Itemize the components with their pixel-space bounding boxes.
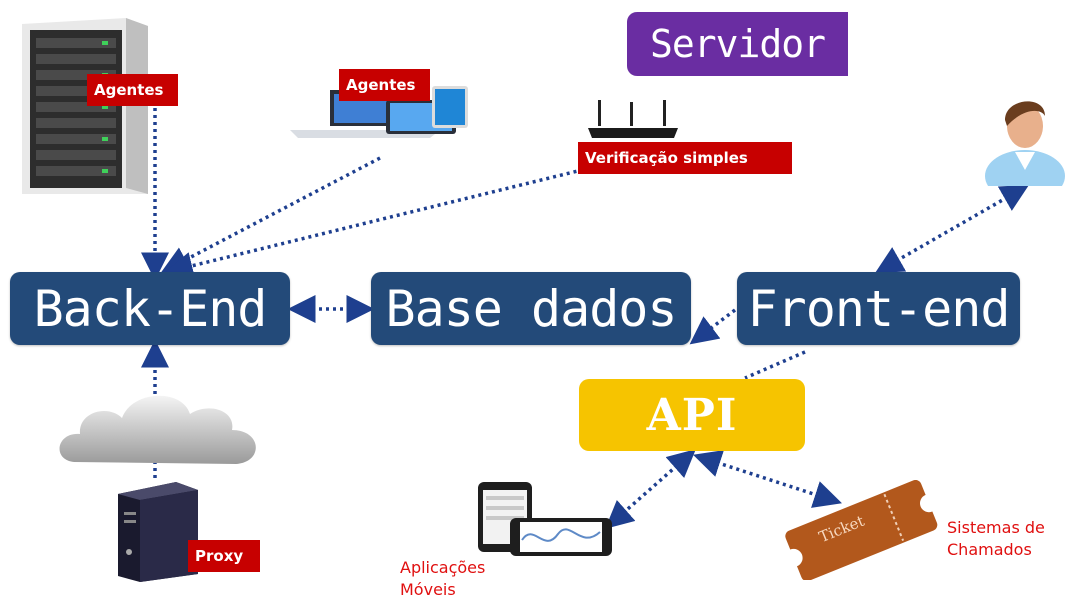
agentes-devices-tag: Agentes [339, 69, 430, 101]
proxy-server-icon [118, 482, 198, 582]
servidor-title: Servidor [649, 22, 826, 66]
agentes-rack-tag: Agentes [87, 74, 178, 106]
frontend-label: Front-end [747, 279, 1011, 338]
chamados-line: Chamados [947, 540, 1032, 559]
sistemas-line: Sistemas de [947, 518, 1045, 537]
verificacao-simples-tag: Verificação simples [578, 142, 792, 174]
cloud-icon [59, 395, 256, 464]
backend-label: Back-End [33, 279, 268, 338]
api-node: API [579, 379, 805, 451]
connector-devices-backend [160, 156, 381, 273]
aplicacoes-moveis-label: Aplicações Móveis [400, 557, 485, 601]
sistemas-chamados-label: Sistemas de Chamados [947, 517, 1045, 561]
aplicacoes-line: Aplicações [400, 558, 486, 577]
proxy-tag: Proxy [188, 540, 260, 572]
ticket-icon [784, 480, 938, 580]
moveis-line: Móveis [400, 580, 456, 599]
server-rack-icon [22, 18, 148, 194]
servidor-banner: Servidor [627, 12, 848, 76]
router-icon [588, 100, 678, 138]
user-avatar-icon [985, 101, 1065, 186]
connector-api-ticket [693, 450, 842, 508]
connector-user-frontend [874, 184, 1030, 274]
database-label: Base dados [385, 279, 677, 338]
connector-frontend-api [744, 350, 806, 380]
connector-api-mobile [605, 449, 696, 529]
backend-node: Back-End [10, 272, 290, 345]
database-node: Base dados [371, 272, 691, 345]
connector-db-frontend [689, 308, 737, 345]
frontend-node: Front-end [737, 272, 1020, 345]
connector-router-backend [164, 166, 591, 280]
api-label: API [646, 389, 738, 441]
mobile-devices-icon [478, 482, 612, 556]
